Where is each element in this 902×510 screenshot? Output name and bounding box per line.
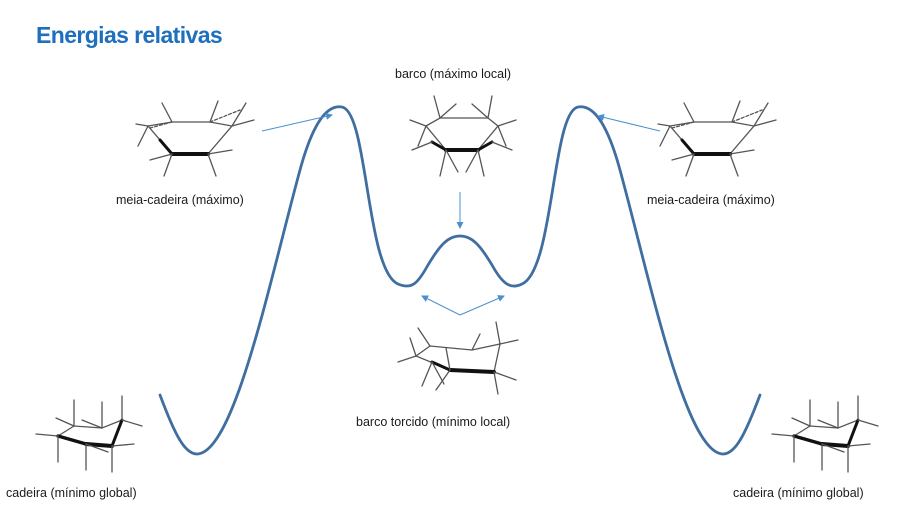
- half-chair-molecule-right: [657, 100, 777, 177]
- twist-boat-label: barco torcido (mínimo local): [356, 415, 511, 429]
- arrow-to-left-well: [421, 295, 461, 316]
- chair-right-label: cadeira (mínimo global): [733, 486, 864, 500]
- half-chair-molecule-left: [135, 100, 255, 177]
- arrow-to-right-peak: [597, 114, 661, 132]
- energy-curve: [158, 105, 762, 456]
- boat-molecule: [409, 95, 517, 177]
- page-title: Energias relativas: [36, 22, 223, 48]
- half-chair-right-label: meia-cadeira (máximo): [647, 193, 775, 207]
- twist-boat-molecule: [397, 321, 519, 395]
- arrow-to-right-well: [459, 295, 505, 316]
- chair-molecule-left: [35, 395, 143, 473]
- half-chair-left-label: meia-cadeira (máximo): [116, 193, 244, 207]
- boat-label: barco (máximo local): [395, 67, 512, 81]
- chair-molecule-right: [771, 395, 879, 473]
- arrow-to-left-peak: [261, 112, 333, 132]
- chair-left-label: cadeira (mínimo global): [6, 486, 137, 500]
